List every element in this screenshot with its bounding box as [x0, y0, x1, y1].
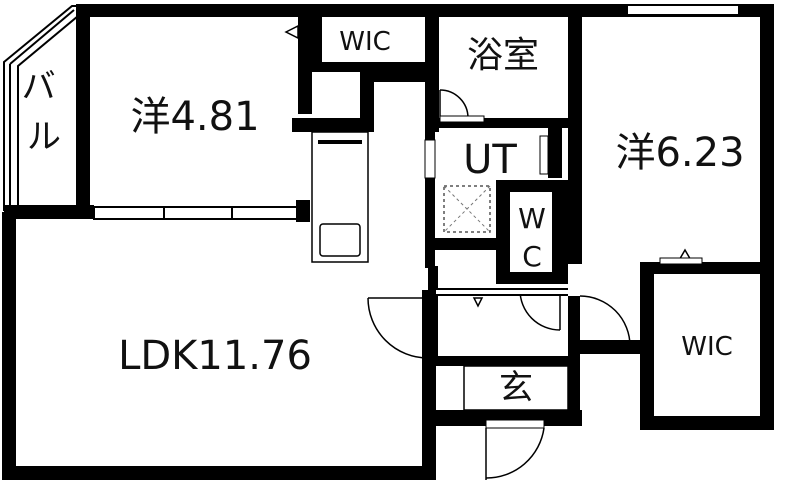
western-large-walls	[579, 248, 774, 354]
room-label-wic-right: WIC	[681, 332, 733, 362]
kitchen-sink	[319, 223, 361, 257]
room-label-balcony: バ ル	[22, 67, 67, 157]
kitchen-counter	[311, 131, 369, 263]
washer-pan	[443, 185, 491, 233]
room-label-wc-1: W	[518, 202, 546, 235]
utility-walls	[311, 128, 568, 274]
wic-top-walls	[284, 4, 432, 72]
room-label-wic-top: WIC	[339, 27, 391, 57]
bathroom-walls	[425, 4, 582, 264]
room-label-bathroom: 浴室	[467, 35, 539, 76]
room-label-wc-2: C	[522, 240, 542, 273]
room-label-ldk: LDK11.76	[118, 333, 312, 379]
room-label-utility: UT	[463, 137, 517, 183]
wic-right-walls	[640, 262, 774, 430]
room-label-western-large: 洋6.23	[615, 130, 744, 176]
window-top-right	[628, 6, 738, 14]
balcony-char-2: ル	[27, 117, 61, 157]
corridor-walls	[367, 266, 572, 366]
entrance-walls	[432, 296, 582, 480]
balcony	[3, 4, 90, 218]
balcony-char-1: バ	[22, 67, 56, 107]
room-label-entrance: 玄	[499, 368, 533, 408]
wc-walls	[496, 180, 568, 331]
room-label-western-small: 洋4.81	[130, 94, 259, 140]
